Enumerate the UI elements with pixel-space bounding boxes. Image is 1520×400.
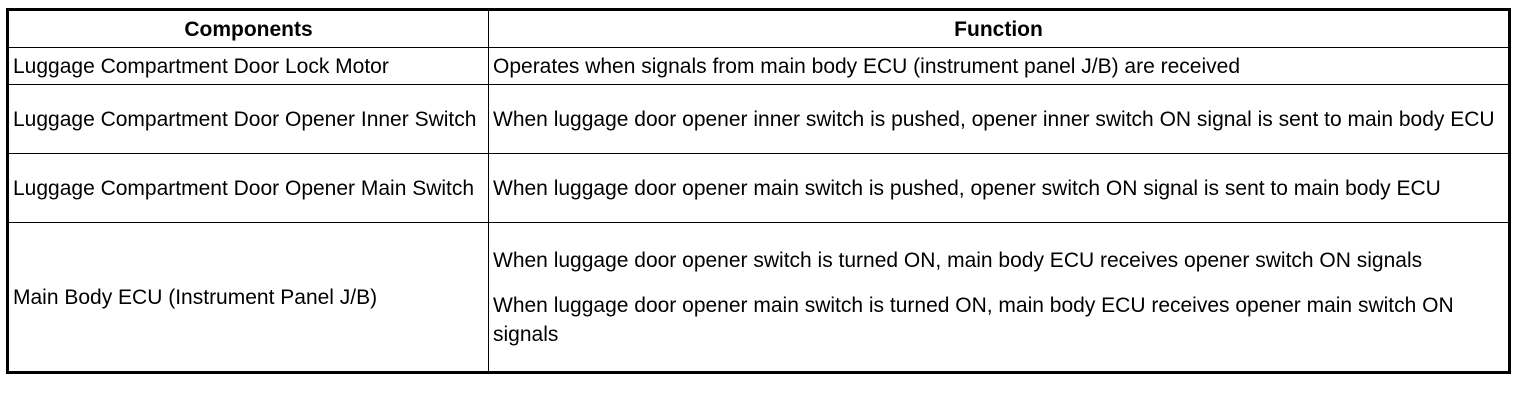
function-text: When luggage door opener main switch is … bbox=[493, 293, 1454, 346]
function-cell: When luggage door opener switch is turne… bbox=[488, 222, 1510, 373]
header-components: Components bbox=[7, 9, 489, 48]
component-cell: Main Body ECU (Instrument Panel J/B) bbox=[7, 222, 489, 373]
function-text: When luggage door opener inner switch is… bbox=[493, 107, 1495, 131]
function-cell: When luggage door opener main switch is … bbox=[488, 153, 1510, 223]
table-row: Luggage Compartment Door Lock Motor Oper… bbox=[7, 47, 1510, 85]
component-cell: Luggage Compartment Door Lock Motor bbox=[7, 47, 489, 85]
function-text: Operates when signals from main body ECU… bbox=[493, 54, 1240, 78]
table-row: Main Body ECU (Instrument Panel J/B) Whe… bbox=[7, 222, 1510, 373]
function-cell: Operates when signals from main body ECU… bbox=[488, 47, 1510, 85]
component-cell: Luggage Compartment Door Opener Inner Sw… bbox=[7, 84, 489, 154]
function-cell: When luggage door opener inner switch is… bbox=[488, 84, 1510, 154]
table-row: Luggage Compartment Door Opener Main Swi… bbox=[7, 153, 1510, 223]
function-text: When luggage door opener switch is turne… bbox=[493, 248, 1423, 272]
components-function-table-wrapper: Components Function Luggage Compartment … bbox=[6, 8, 1511, 374]
component-cell: Luggage Compartment Door Opener Main Swi… bbox=[7, 153, 489, 223]
components-function-table: Components Function Luggage Compartment … bbox=[6, 8, 1511, 374]
header-function: Function bbox=[488, 9, 1510, 48]
table-row: Luggage Compartment Door Opener Inner Sw… bbox=[7, 84, 1510, 154]
table-header-row: Components Function bbox=[7, 9, 1510, 48]
function-text: When luggage door opener main switch is … bbox=[493, 176, 1441, 200]
